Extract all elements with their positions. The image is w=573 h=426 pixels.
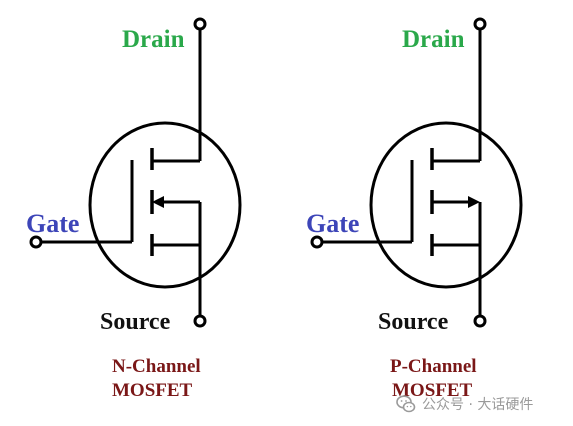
gate-terminal (310, 235, 324, 249)
body-arrow-head (152, 196, 164, 208)
n-channel-mosfet-symbol: Drain Gate Source N-Channel MOSFET (26, 17, 242, 401)
source-terminal (193, 314, 207, 328)
drain-terminal (473, 17, 487, 31)
source-label: Source (100, 309, 171, 335)
body-circle (369, 121, 523, 289)
watermark: 公众号 · 大话硬件 (396, 393, 533, 415)
gate-label: Gate (306, 209, 359, 238)
source-terminal (473, 314, 487, 328)
caption-line-2: MOSFET (112, 380, 193, 401)
drain-label: Drain (402, 26, 465, 53)
body-arrow-head (468, 196, 480, 208)
caption-line-1: N-Channel (112, 356, 201, 377)
gate-terminal (29, 235, 43, 249)
p-channel-mosfet-symbol: Drain Gate Source P-Channel MOSFET (306, 17, 523, 401)
body-circle (88, 121, 242, 289)
drain-terminal (193, 17, 207, 31)
wechat-icon (396, 395, 416, 413)
gate-label: Gate (26, 209, 79, 238)
source-label: Source (378, 309, 449, 335)
caption-line-1: P-Channel (390, 356, 477, 377)
caption-line-2: MOSFET (392, 380, 473, 401)
watermark-text: 公众号 · 大话硬件 (422, 397, 534, 413)
drain-label: Drain (122, 26, 185, 53)
